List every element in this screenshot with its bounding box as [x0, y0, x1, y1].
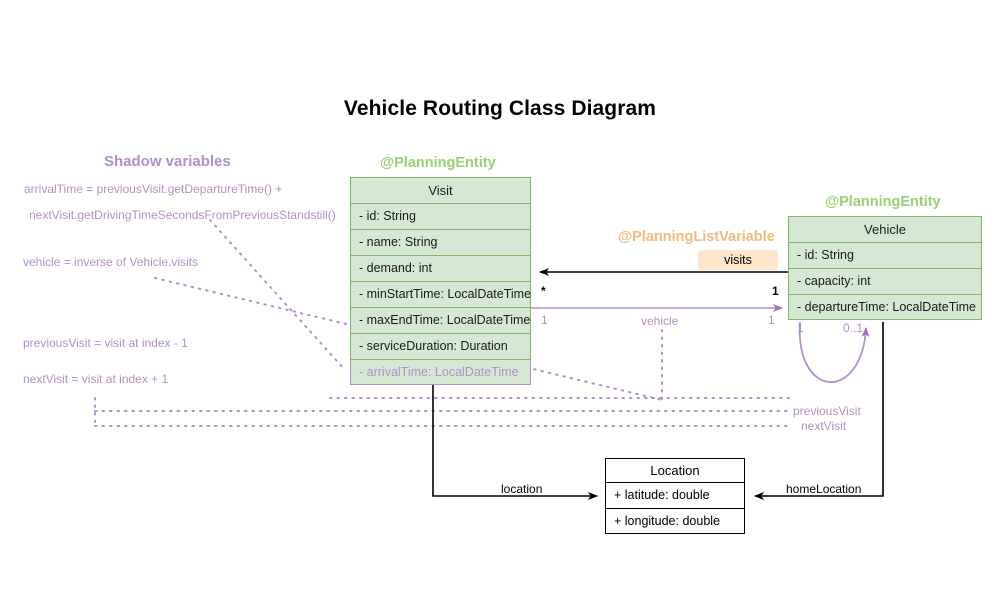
self-loop-target-multiplicity: 0..1 [843, 321, 864, 335]
vehicle-source-multiplicity: 1 [541, 313, 548, 327]
vehicle-attribute-id: - id: String [788, 242, 982, 268]
location-edge-label: location [501, 482, 543, 496]
self-loop-source-multiplicity: 1 [797, 321, 804, 335]
visit-attribute-id: - id: String [350, 203, 531, 229]
next-visit-edge-label: nextVisit [801, 419, 847, 433]
visit-attribute-arrival-time: - arrivalTime: LocalDateTime [350, 359, 531, 385]
class-box-vehicle: Vehicle - id: String - capacity: int - d… [788, 216, 982, 320]
vehicle-attribute-capacity: - capacity: int [788, 268, 982, 294]
class-box-visit: Visit - id: String - name: String - dema… [350, 177, 531, 385]
visit-class-name: Visit [350, 177, 531, 203]
visit-attribute-name: - name: String [350, 229, 531, 255]
edge-location [432, 384, 598, 500]
visit-attribute-min-start-time: - minStartTime: LocalDateTime [350, 281, 531, 307]
vehicle-stereotype: @PlanningEntity [825, 194, 941, 210]
page-title: Vehicle Routing Class Diagram [343, 97, 657, 120]
previous-visit-edge-label: previousVisit [793, 404, 861, 418]
visits-badge: visits [698, 250, 778, 270]
class-box-location: Location + latitude: double + longitude:… [605, 458, 745, 534]
home-location-edge-label: homeLocation [786, 482, 862, 496]
visit-stereotype: @PlanningEntity [380, 155, 496, 171]
visit-attribute-max-end-time: - maxEndTime: LocalDateTime [350, 307, 531, 333]
shadow-variables-heading: Shadow variables [104, 153, 231, 170]
planning-list-variable-stereotype: @PlanningListVariable [618, 229, 775, 245]
shadow-note-vehicle: vehicle = inverse of Vehicle.visits [23, 255, 199, 269]
vehicle-attribute-departure-time: - departureTime: LocalDateTime [788, 294, 982, 320]
visits-target-multiplicity: * [541, 284, 546, 298]
vehicle-target-multiplicity: 1 [768, 313, 775, 327]
location-attribute-latitude: + latitude: double [605, 482, 745, 508]
location-class-name: Location [605, 458, 745, 482]
shadow-note-previous-visit: previousVisit = visit at index - 1 [23, 336, 188, 350]
shadow-note-arrival-time-1: arrivalTime = previousVisit.getDeparture… [24, 182, 283, 196]
leader-arrival-time [209, 219, 346, 371]
vehicle-class-name: Vehicle [788, 216, 982, 242]
vehicle-edge-label: vehicle [641, 314, 679, 328]
location-attribute-longitude: + longitude: double [605, 508, 745, 534]
visit-attribute-service-duration: - serviceDuration: Duration [350, 333, 531, 359]
shadow-note-next-visit: nextVisit = visit at index + 1 [23, 372, 169, 386]
visit-attribute-demand: - demand: int [350, 255, 531, 281]
shadow-note-arrival-time-2: nextVisit.getDrivingTimeSecondsFromPrevi… [29, 208, 336, 222]
visits-source-multiplicity: 1 [772, 284, 779, 298]
